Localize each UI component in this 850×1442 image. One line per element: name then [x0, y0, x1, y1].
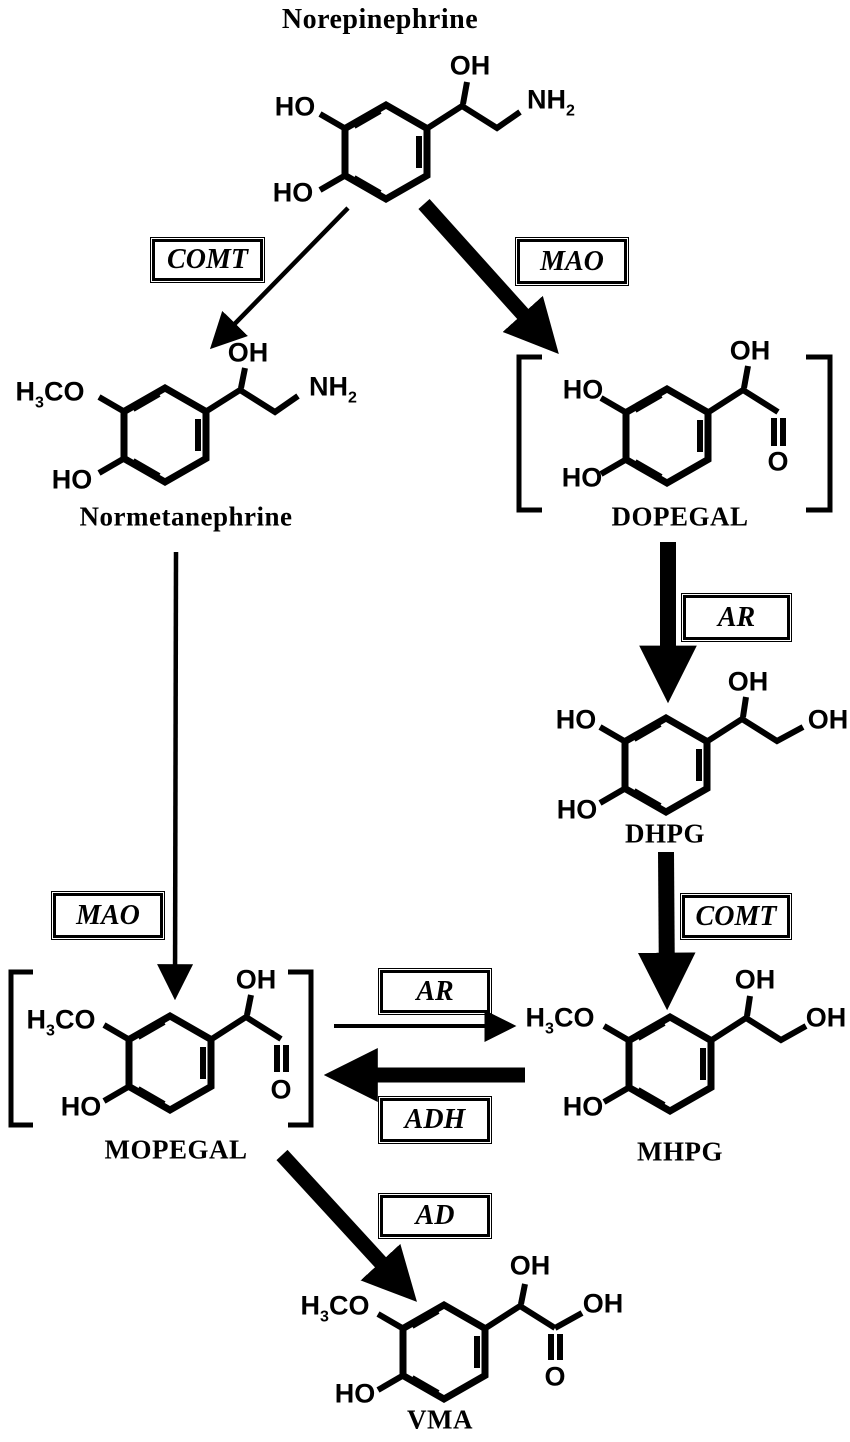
- arrow-ad-mopegal-to-vma: [276, 1149, 417, 1302]
- oh-label: OH: [729, 335, 771, 366]
- compound-label-normetanephrine: Normetanephrine: [79, 501, 293, 532]
- arrow-comt-dhpg-to-mhpg: [637, 851, 696, 1011]
- ho-label: HO: [272, 177, 314, 208]
- nh2-label: NH2: [309, 371, 357, 407]
- ho-label: HO: [555, 704, 597, 735]
- enzyme-box-mao-top: MAO: [515, 237, 629, 286]
- oh-label: OH: [509, 1250, 551, 1281]
- oh-label: OH: [805, 1002, 847, 1033]
- bracket-right-dopegal: [806, 354, 833, 513]
- enzyme-box-adh: ADH: [378, 1096, 492, 1144]
- o-label: O: [544, 1361, 566, 1392]
- nh2-label: NH2: [527, 84, 575, 120]
- oh-label: OH: [807, 704, 849, 735]
- h3co-label: H3CO: [26, 1004, 96, 1040]
- ho-label: HO: [60, 1091, 102, 1122]
- bracket-left-mopegal: [8, 969, 33, 1128]
- enzyme-box-comt-right: COMT: [680, 893, 792, 940]
- structure-dhpg: [598, 696, 805, 812]
- enzyme-box-mao-left: MAO: [51, 891, 165, 940]
- arrow-comt-norepinephrine-to-normetanephrine: [209, 206, 350, 350]
- arrow-mao-norepinephrine-to-dopegal: [418, 198, 559, 355]
- compound-label-norepinephrine: Norepinephrine: [281, 4, 479, 35]
- enzyme-box-ar-right: AR: [681, 593, 792, 642]
- structure-vma: [376, 1283, 584, 1399]
- compound-label-dhpg: DHPG: [625, 818, 705, 849]
- oh-label: OH: [449, 50, 491, 81]
- structure-mopegal: [8, 969, 314, 1128]
- enzyme-box-ad: AD: [378, 1193, 492, 1239]
- structure-norepinephrine: [318, 81, 522, 199]
- enzyme-box-ar-middle: AR: [378, 968, 492, 1015]
- h3co-label: H3CO: [300, 1290, 370, 1326]
- compound-label-mhpg: MHPG: [637, 1136, 723, 1167]
- ho-label: HO: [51, 464, 93, 495]
- structure-mhpg: [602, 995, 808, 1111]
- bracket-left-dopegal: [516, 354, 542, 513]
- ho-label: HO: [562, 1091, 604, 1122]
- o-label: O: [767, 446, 789, 477]
- oh-label: OH: [227, 337, 269, 368]
- compound-label-vma: VMA: [407, 1404, 473, 1435]
- ho-label: HO: [274, 91, 316, 122]
- bracket-right-mopegal: [288, 969, 314, 1128]
- structure-normetanephrine: [97, 367, 300, 482]
- enzyme-box-comt-top: COMT: [150, 237, 265, 283]
- h3co-label: H3CO: [15, 376, 85, 412]
- structure-dopegal: [516, 354, 833, 513]
- ho-label: HO: [561, 462, 603, 493]
- arrow-mao-normetanephrine-to-mopegal: [157, 551, 194, 1001]
- ho-label: HO: [562, 374, 604, 405]
- ho-label: HO: [334, 1378, 376, 1409]
- compound-label-dopegal: DOPEGAL: [611, 501, 749, 532]
- compound-label-mopegal: MOPEGAL: [104, 1134, 248, 1165]
- oh-label: OH: [727, 666, 769, 697]
- oh-label: OH: [734, 964, 776, 995]
- ho-label: HO: [556, 794, 598, 825]
- h3co-label: H3CO: [525, 1002, 595, 1038]
- oh-label: OH: [582, 1288, 624, 1319]
- o-label: O: [270, 1074, 292, 1105]
- oh-label: OH: [235, 964, 277, 995]
